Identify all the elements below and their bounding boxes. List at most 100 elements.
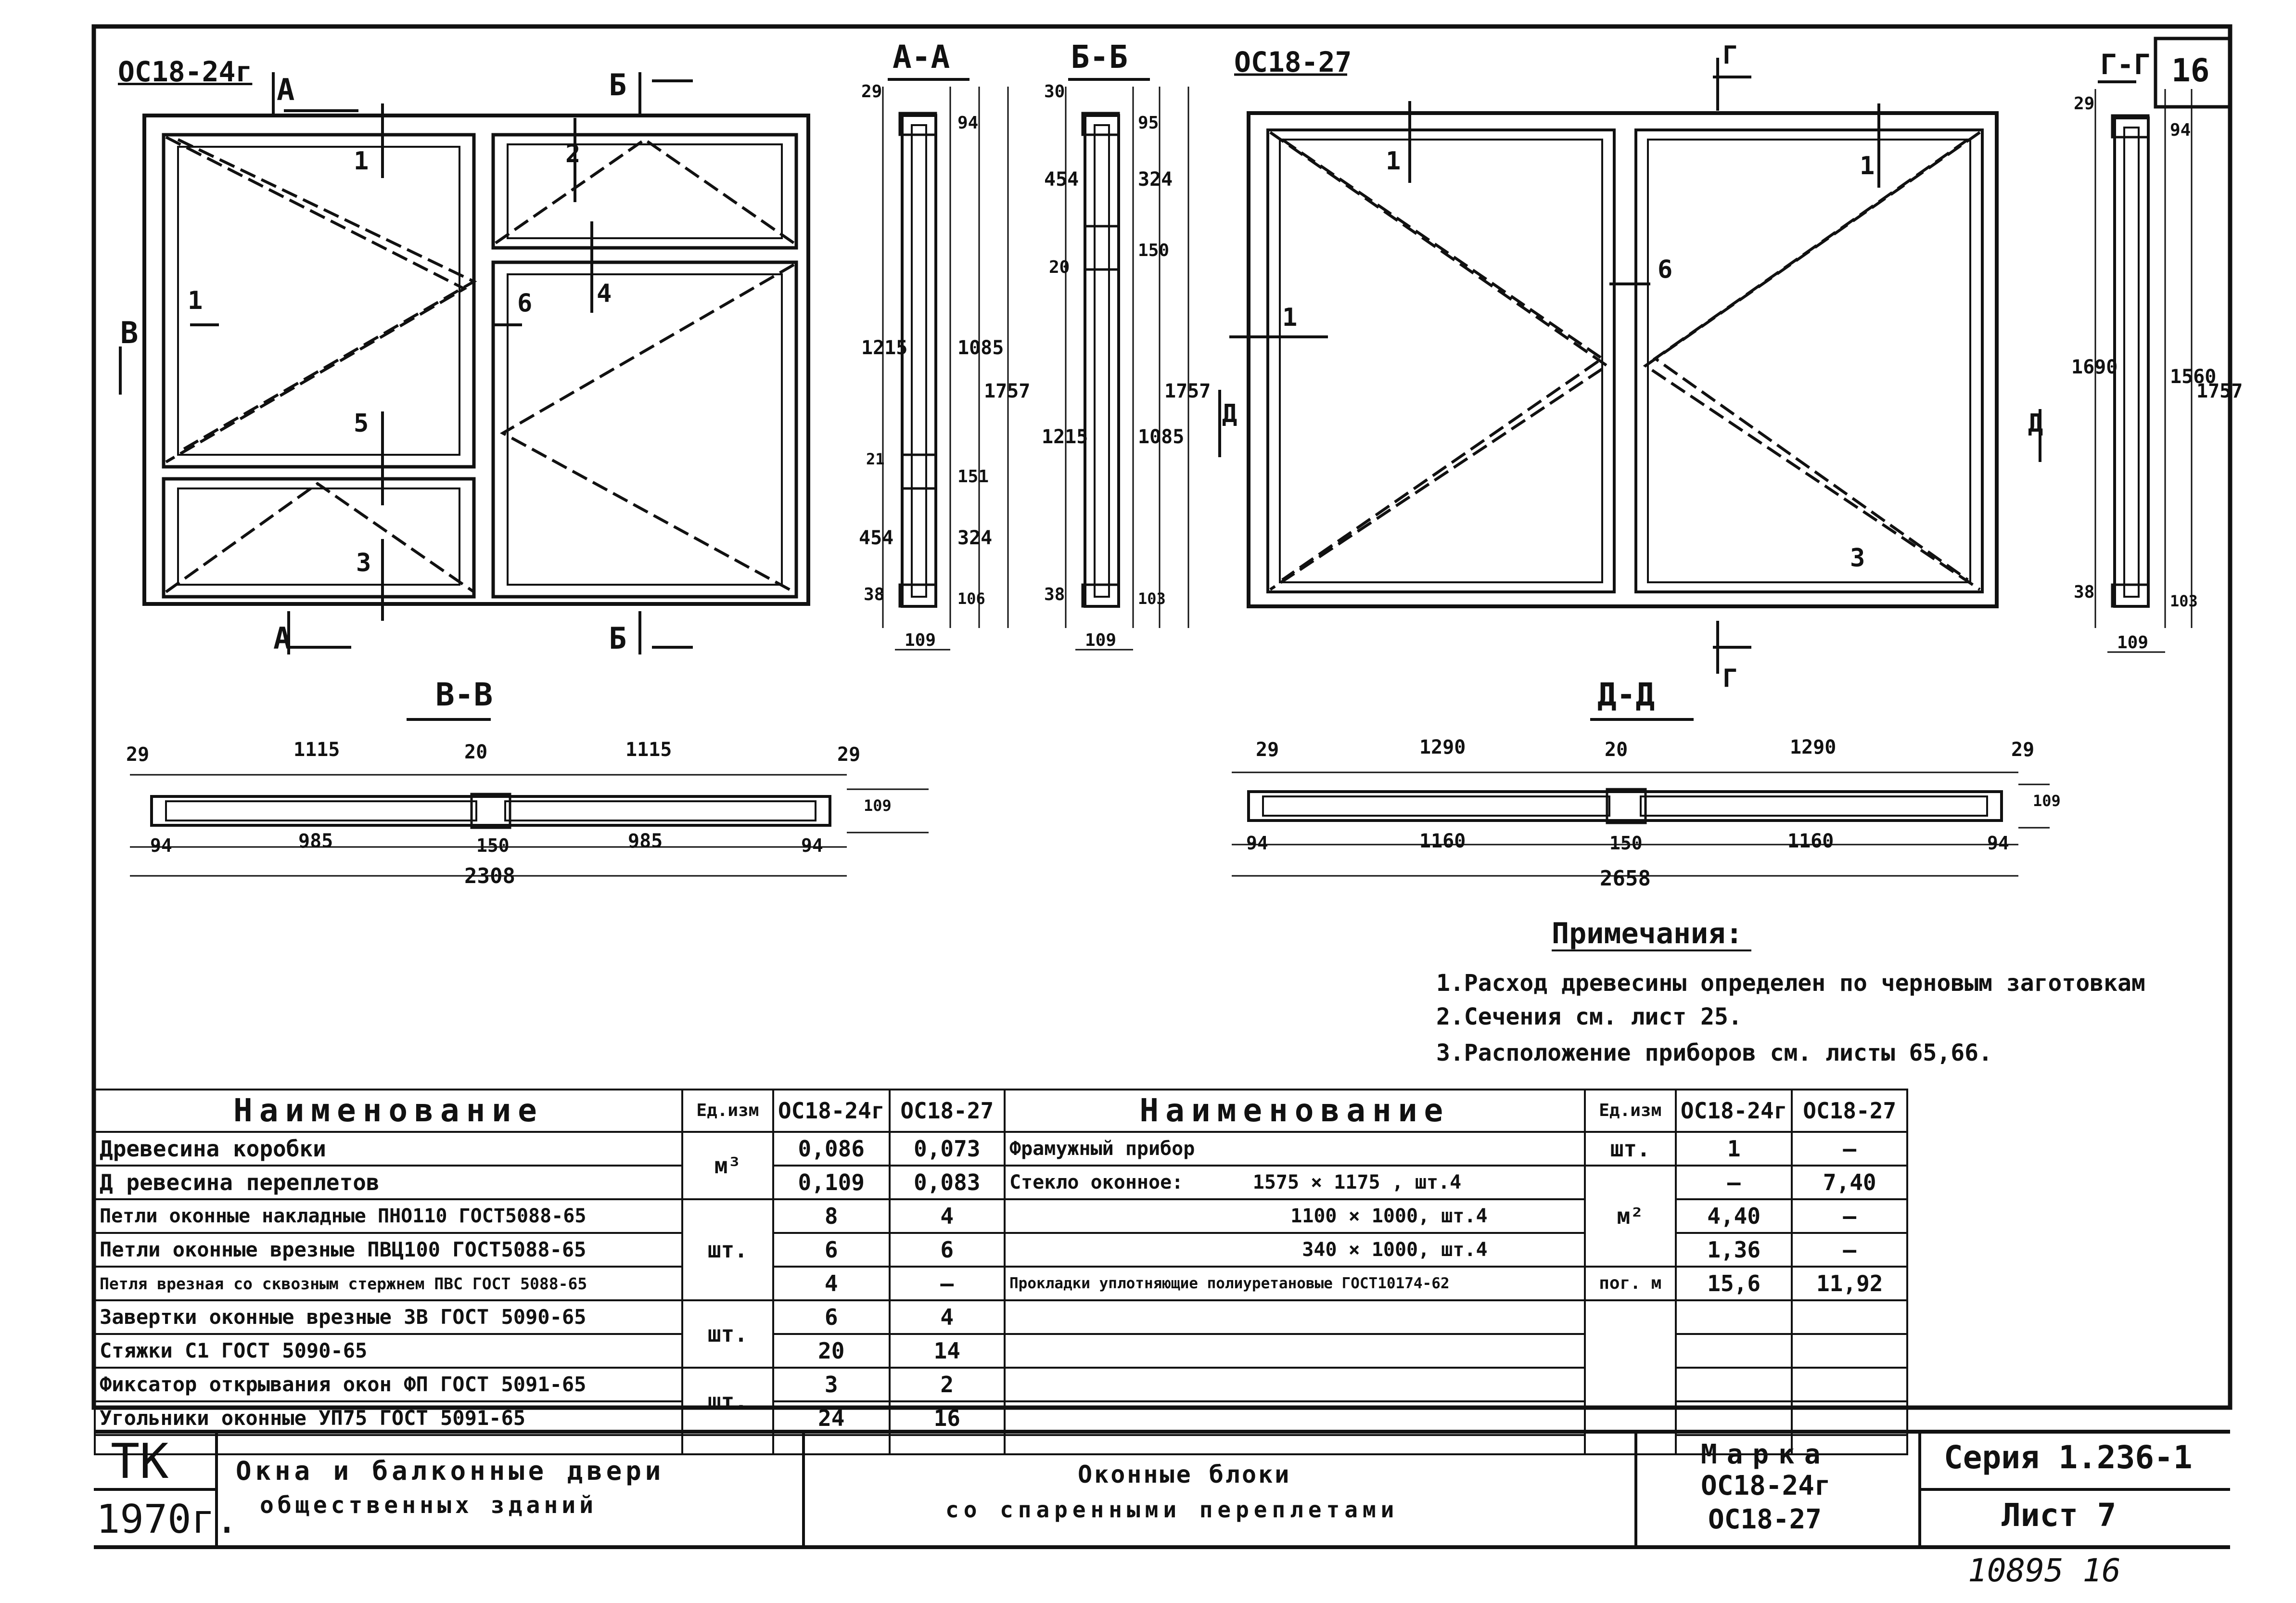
subject-line-2: общественных зданий [260, 1492, 598, 1519]
pos-label: 1 [354, 147, 369, 176]
col-header-mark2: ОС18-27 [1791, 1089, 1908, 1133]
cut-label-g-bottom: Г [1722, 664, 1738, 693]
row-a: 15,6 [1674, 1266, 1793, 1301]
section-title-bb: Б-Б [1071, 38, 1128, 76]
row-b: 6 [888, 1232, 1006, 1268]
row-a: 6 [772, 1232, 891, 1268]
row-a: 24 [772, 1400, 891, 1436]
col-header-mark1: ОС18-24г [1674, 1089, 1793, 1133]
dim: 94 [2170, 120, 2191, 140]
dim: 20 [1049, 257, 1070, 277]
pos-label: 2 [565, 140, 581, 168]
row-unit: шт. [1583, 1131, 1677, 1167]
dim: 1160 [1787, 830, 1834, 852]
dim: 150 [1609, 833, 1643, 854]
row-b: 0,073 [888, 1131, 1006, 1167]
dim: 109 [864, 796, 892, 815]
year-label: 1970г. [96, 1497, 239, 1542]
dim: 454 [859, 527, 894, 549]
dim: 109 [2033, 792, 2061, 810]
row-a: – [1674, 1165, 1793, 1200]
cut-label-d-right: Д [2028, 409, 2043, 438]
handwritten-number: 10895 16 [1968, 1552, 2121, 1589]
row-b: 4 [888, 1198, 1006, 1234]
dim: 1215 [861, 337, 908, 359]
dim: 29 [2011, 739, 2035, 761]
dim: 1757 [1164, 380, 1211, 402]
section-title-vv: В-В [435, 676, 493, 713]
dim: 1290 [1419, 736, 1466, 758]
mark-label: Марка [1701, 1439, 1830, 1470]
row-b: 16 [888, 1400, 1006, 1436]
pos-label: 5 [354, 409, 369, 438]
dim: 1290 [1790, 736, 1837, 758]
dim: 94 [1246, 833, 1268, 854]
pos-label: 3 [1850, 544, 1865, 573]
pos-label: 6 [1658, 255, 1673, 284]
pos-label: 1 [1386, 147, 1401, 176]
row-b: 4 [888, 1299, 1006, 1335]
dim: 94 [801, 835, 823, 856]
dim: 1757 [984, 380, 1031, 402]
dim: 985 [298, 830, 333, 852]
materials-table-left: Наименование Ед.изм ОС18-24г ОС18-27 Дре… [94, 1089, 1006, 1455]
dim: 1690 [2071, 356, 2118, 378]
row-b: 0,083 [888, 1165, 1006, 1200]
cut-label-g-top: Г [1722, 41, 1738, 70]
row-unit: шт. [681, 1198, 774, 1301]
row-name: Стяжки С1 ГОСТ 5090-65 [94, 1333, 683, 1369]
mark-2: ОС18-27 [1708, 1504, 1822, 1535]
dim: 1215 [1042, 426, 1088, 448]
row-a: 4 [772, 1266, 891, 1301]
row-b: 11,92 [1791, 1266, 1908, 1301]
dim: 20 [464, 741, 488, 763]
section-title-gg: Г-Г [2100, 48, 2151, 81]
dim: 94 [957, 113, 979, 133]
dim: 21 [866, 450, 885, 468]
row-a: 3 [772, 1367, 891, 1402]
row-a: 1 [1674, 1131, 1793, 1167]
col-header-unit: Ед.изм [681, 1089, 774, 1133]
row-a: 1,36 [1674, 1232, 1793, 1268]
row-a: 20 [772, 1333, 891, 1369]
cut-label-b-bottom: Б [609, 621, 627, 656]
row-name: Угольники оконные УП75 ГОСТ 5091-65 [94, 1400, 683, 1436]
section-title-aa: А-А [893, 38, 950, 76]
row-name: Петли оконные накладные ПНО110 ГОСТ5088-… [94, 1198, 683, 1234]
dim: 38 [864, 585, 885, 604]
row-b: – [1791, 1232, 1908, 1268]
dim: 20 [1605, 739, 1628, 761]
dim: 94 [150, 835, 172, 856]
cut-label-v: В [120, 315, 139, 350]
dim: 29 [837, 744, 861, 766]
row-name: Древесина коробки [94, 1131, 683, 1167]
row-name: Фиксатор открывания окон ФП ГОСТ 5091-65 [94, 1367, 683, 1402]
row-a: 0,109 [772, 1165, 891, 1200]
row-a: 0,086 [772, 1131, 891, 1167]
materials-table-right: Наименование Ед.изм ОС18-24г ОС18-27 Фра… [1004, 1089, 1908, 1455]
cut-label-a-top: А [277, 72, 295, 107]
pos-label: 6 [517, 289, 533, 318]
col-header-mark1: ОС18-24г [772, 1089, 891, 1133]
dim: 103 [2170, 592, 2198, 610]
dim: 454 [1044, 168, 1079, 191]
dim: 1085 [1138, 426, 1185, 448]
dim: 1757 [2196, 380, 2243, 402]
row-b: – [1791, 1198, 1908, 1234]
drawing-name-line-1: Оконные блоки [1078, 1461, 1291, 1488]
dim: 150 [1138, 241, 1170, 260]
dim: 109 [1085, 630, 1117, 650]
row-spec: 1100 × 1000, шт.4 [1290, 1205, 1488, 1227]
note-item: 1.Расход древесины определен по черновым… [1436, 970, 2145, 997]
pos-label: 3 [356, 549, 371, 577]
row-name: Завертки оконные врезные ЗВ ГОСТ 5090-65 [94, 1299, 683, 1335]
drawing-title-right: ОС18-27 [1234, 46, 1352, 78]
drawing-title-left: ОС18-24г [118, 55, 253, 88]
row-b: – [888, 1266, 1006, 1301]
notes-title: Примечания: [1552, 917, 1743, 950]
sheet-number: 16 [2171, 52, 2210, 89]
row-spec: 340 × 1000, шт.4 [1302, 1239, 1488, 1261]
row-b: 14 [888, 1333, 1006, 1369]
row-name: Прокладки уплотняющие полиуретановые ГОС… [1009, 1274, 1450, 1292]
row-unit: м³ [681, 1131, 774, 1200]
